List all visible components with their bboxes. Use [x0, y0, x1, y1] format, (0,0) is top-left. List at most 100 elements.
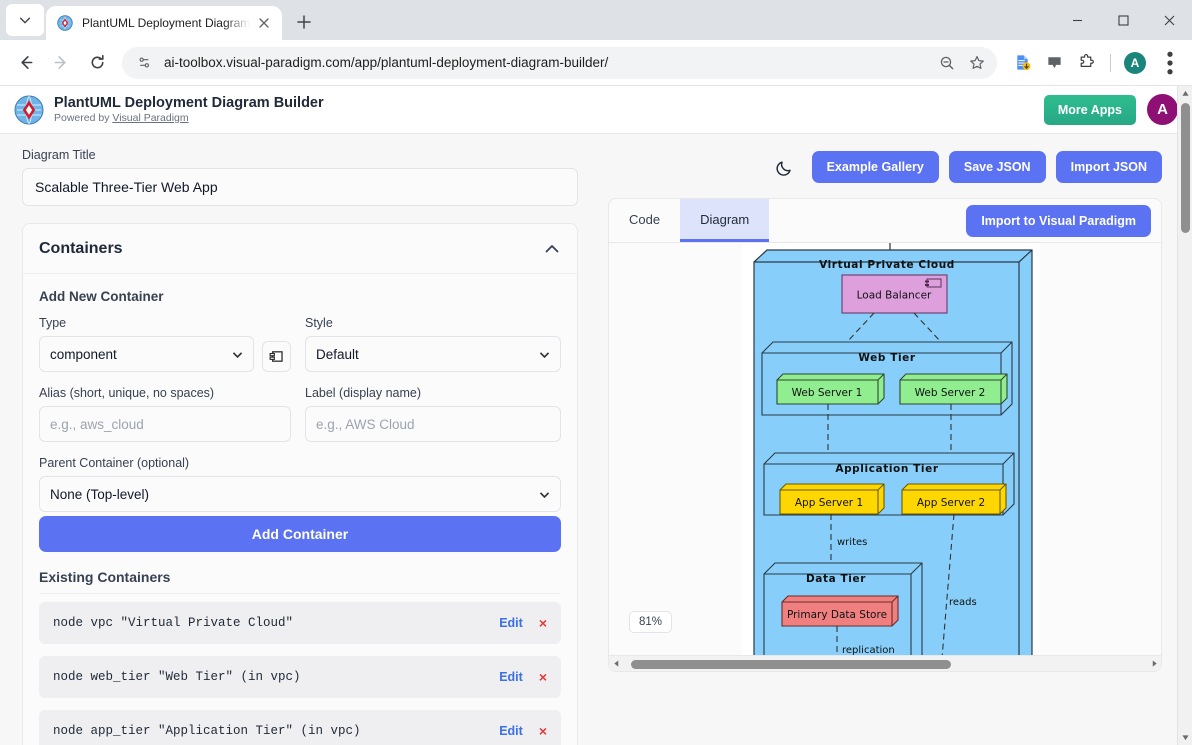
- containers-heading: Containers: [39, 239, 123, 257]
- list-item[interactable]: node vpc "Virtual Private Cloud" Edit ×: [39, 602, 561, 644]
- style-select[interactable]: Default: [305, 336, 561, 372]
- diagram-node-primary-data-store-label: Primary Data Store: [787, 609, 887, 621]
- diagram-node-load-balancer: Load Balancer: [841, 274, 948, 314]
- add-container-button[interactable]: Add Container: [39, 516, 561, 552]
- list-item[interactable]: node app_tier "Application Tier" (in vpc…: [39, 710, 561, 745]
- preview-tabs: Code Diagram Import to Visual Paradigm: [609, 199, 1161, 243]
- extensions-puzzle-icon[interactable]: [1071, 48, 1101, 78]
- type-label: Type: [39, 316, 67, 330]
- diagram-node-vpc-label: Virtual Private Cloud: [819, 259, 955, 271]
- diagram-edge-label-reads: reads: [949, 597, 977, 608]
- parent-container-select[interactable]: None (Top-level): [39, 476, 561, 512]
- scroll-down-icon[interactable]: [1178, 730, 1192, 745]
- app-subtitle: Powered by Visual Paradigm: [54, 112, 324, 126]
- scroll-right-icon[interactable]: [1147, 660, 1161, 667]
- three-dot-menu-icon[interactable]: [1156, 49, 1184, 77]
- right-panel-actions: Example Gallery Save JSON Import JSON: [608, 148, 1162, 186]
- scroll-up-icon[interactable]: [1178, 86, 1192, 101]
- scrollbar-thumb[interactable]: [631, 659, 951, 669]
- existing-containers-list: node vpc "Virtual Private Cloud" Edit × …: [39, 593, 561, 745]
- page-content: PlantUML Deployment Diagram Builder Powe…: [0, 86, 1192, 745]
- delete-icon[interactable]: ×: [538, 723, 547, 739]
- import-json-button[interactable]: Import JSON: [1055, 151, 1162, 183]
- right-panel: Example Gallery Save JSON Import JSON Co…: [600, 134, 1192, 745]
- diagram-title-input[interactable]: [22, 168, 578, 206]
- toolbar-divider: [1110, 53, 1111, 72]
- edit-link[interactable]: Edit: [499, 724, 523, 738]
- window-close-icon[interactable]: [1146, 0, 1192, 40]
- reload-icon[interactable]: [80, 46, 114, 80]
- app-header: PlantUML Deployment Diagram Builder Powe…: [0, 86, 1192, 134]
- diagram-node-app-server-2: App Server 2: [901, 483, 1007, 515]
- container-code: node web_tier "Web Tier" (in vpc): [53, 670, 301, 684]
- diagram-node-primary-data-store: Primary Data Store: [781, 595, 899, 627]
- tab-code[interactable]: Code: [629, 211, 661, 227]
- page-vertical-scrollbar[interactable]: [1177, 86, 1192, 745]
- zoom-level-badge[interactable]: 81%: [629, 611, 673, 633]
- edit-link[interactable]: Edit: [499, 616, 523, 630]
- delete-icon[interactable]: ×: [538, 615, 547, 631]
- diagram-node-app-server-1-label: App Server 1: [795, 497, 863, 509]
- diagram-node-data-tier-label: Data Tier: [806, 573, 866, 585]
- container-code: node app_tier "Application Tier" (in vpc…: [53, 724, 361, 738]
- tab-diagram[interactable]: Diagram: [680, 199, 770, 242]
- visual-paradigm-link[interactable]: Visual Paradigm: [112, 111, 189, 124]
- user-avatar[interactable]: A: [1147, 94, 1178, 125]
- minimize-icon[interactable]: [1054, 0, 1100, 40]
- scroll-left-icon[interactable]: [609, 660, 623, 667]
- import-to-visual-paradigm-button[interactable]: Import to Visual Paradigm: [966, 204, 1151, 237]
- containers-card-header[interactable]: Containers: [23, 224, 577, 274]
- chevron-up-icon[interactable]: [543, 240, 561, 258]
- app-title: PlantUML Deployment Diagram Builder: [54, 94, 324, 111]
- diagram-horizontal-scrollbar[interactable]: [609, 655, 1161, 671]
- new-tab-button[interactable]: [290, 8, 318, 36]
- component-shape-icon[interactable]: [262, 341, 291, 372]
- zoom-out-icon[interactable]: [933, 49, 961, 77]
- visual-paradigm-logo-icon: [14, 95, 44, 125]
- maximize-icon[interactable]: [1100, 0, 1146, 40]
- tab-search-icon[interactable]: [6, 4, 44, 36]
- diagram-node-load-balancer-label: Load Balancer: [857, 290, 932, 302]
- download-file-icon[interactable]: [1007, 48, 1037, 78]
- parent-container-label: Parent Container (optional): [39, 456, 190, 470]
- diagram-node-web-server-1: Web Server 1: [776, 373, 885, 405]
- save-json-button[interactable]: Save JSON: [948, 151, 1046, 183]
- style-label: Style: [305, 316, 333, 330]
- browser-toolbar: ai-toolbox.visual-paradigm.com/app/plant…: [0, 40, 1192, 86]
- containers-card: Containers Add New Container Type: [22, 223, 578, 745]
- browser-tab-title: PlantUML Deployment Diagram: [82, 16, 251, 30]
- window-controls: [1054, 0, 1192, 40]
- site-settings-icon[interactable]: [134, 53, 154, 73]
- type-select[interactable]: component: [39, 336, 254, 372]
- back-arrow-icon[interactable]: [8, 46, 42, 80]
- edit-link[interactable]: Edit: [499, 670, 523, 684]
- diagram-node-app-server-2-label: App Server 2: [917, 497, 985, 509]
- forward-arrow-icon[interactable]: [44, 46, 78, 80]
- diagram-title-label: Diagram Title: [22, 148, 96, 162]
- preview-panel: Code Diagram Import to Visual Paradigm: [608, 198, 1162, 672]
- moon-icon[interactable]: [772, 154, 798, 180]
- page-scrollbar-thumb[interactable]: [1181, 103, 1190, 233]
- diagram-edge-label-writes: writes: [837, 537, 867, 548]
- delete-icon[interactable]: ×: [538, 669, 547, 685]
- label-label: Label (display name): [305, 386, 422, 400]
- browser-profile-avatar[interactable]: A: [1120, 48, 1150, 78]
- example-gallery-button[interactable]: Example Gallery: [811, 151, 939, 183]
- bookmark-star-icon[interactable]: [963, 49, 991, 77]
- list-item[interactable]: node web_tier "Web Tier" (in vpc) Edit ×: [39, 656, 561, 698]
- cast-icon[interactable]: [1039, 48, 1069, 78]
- workspace: Diagram Title Containers Add New Contain…: [0, 134, 1192, 745]
- alias-input[interactable]: [39, 406, 291, 442]
- address-bar[interactable]: ai-toolbox.visual-paradigm.com/app/plant…: [122, 46, 997, 79]
- diagram-canvas[interactable]: Virtual Private Cloud Load Balancer: [609, 243, 1161, 671]
- tab-close-icon[interactable]: [254, 13, 274, 33]
- existing-containers-heading: Existing Containers: [39, 569, 171, 585]
- diagram-node-app-server-1: App Server 1: [779, 483, 885, 515]
- browser-tab[interactable]: PlantUML Deployment Diagram: [46, 6, 283, 40]
- diagram-edge-label-replication: replication: [842, 645, 895, 656]
- app-subtitle-prefix: Powered by: [54, 111, 113, 124]
- label-input[interactable]: [305, 406, 561, 442]
- scrollbar-track[interactable]: [623, 656, 1147, 672]
- diagram-node-web-server-1-label: Web Server 1: [792, 387, 863, 399]
- more-apps-button[interactable]: More Apps: [1043, 94, 1136, 125]
